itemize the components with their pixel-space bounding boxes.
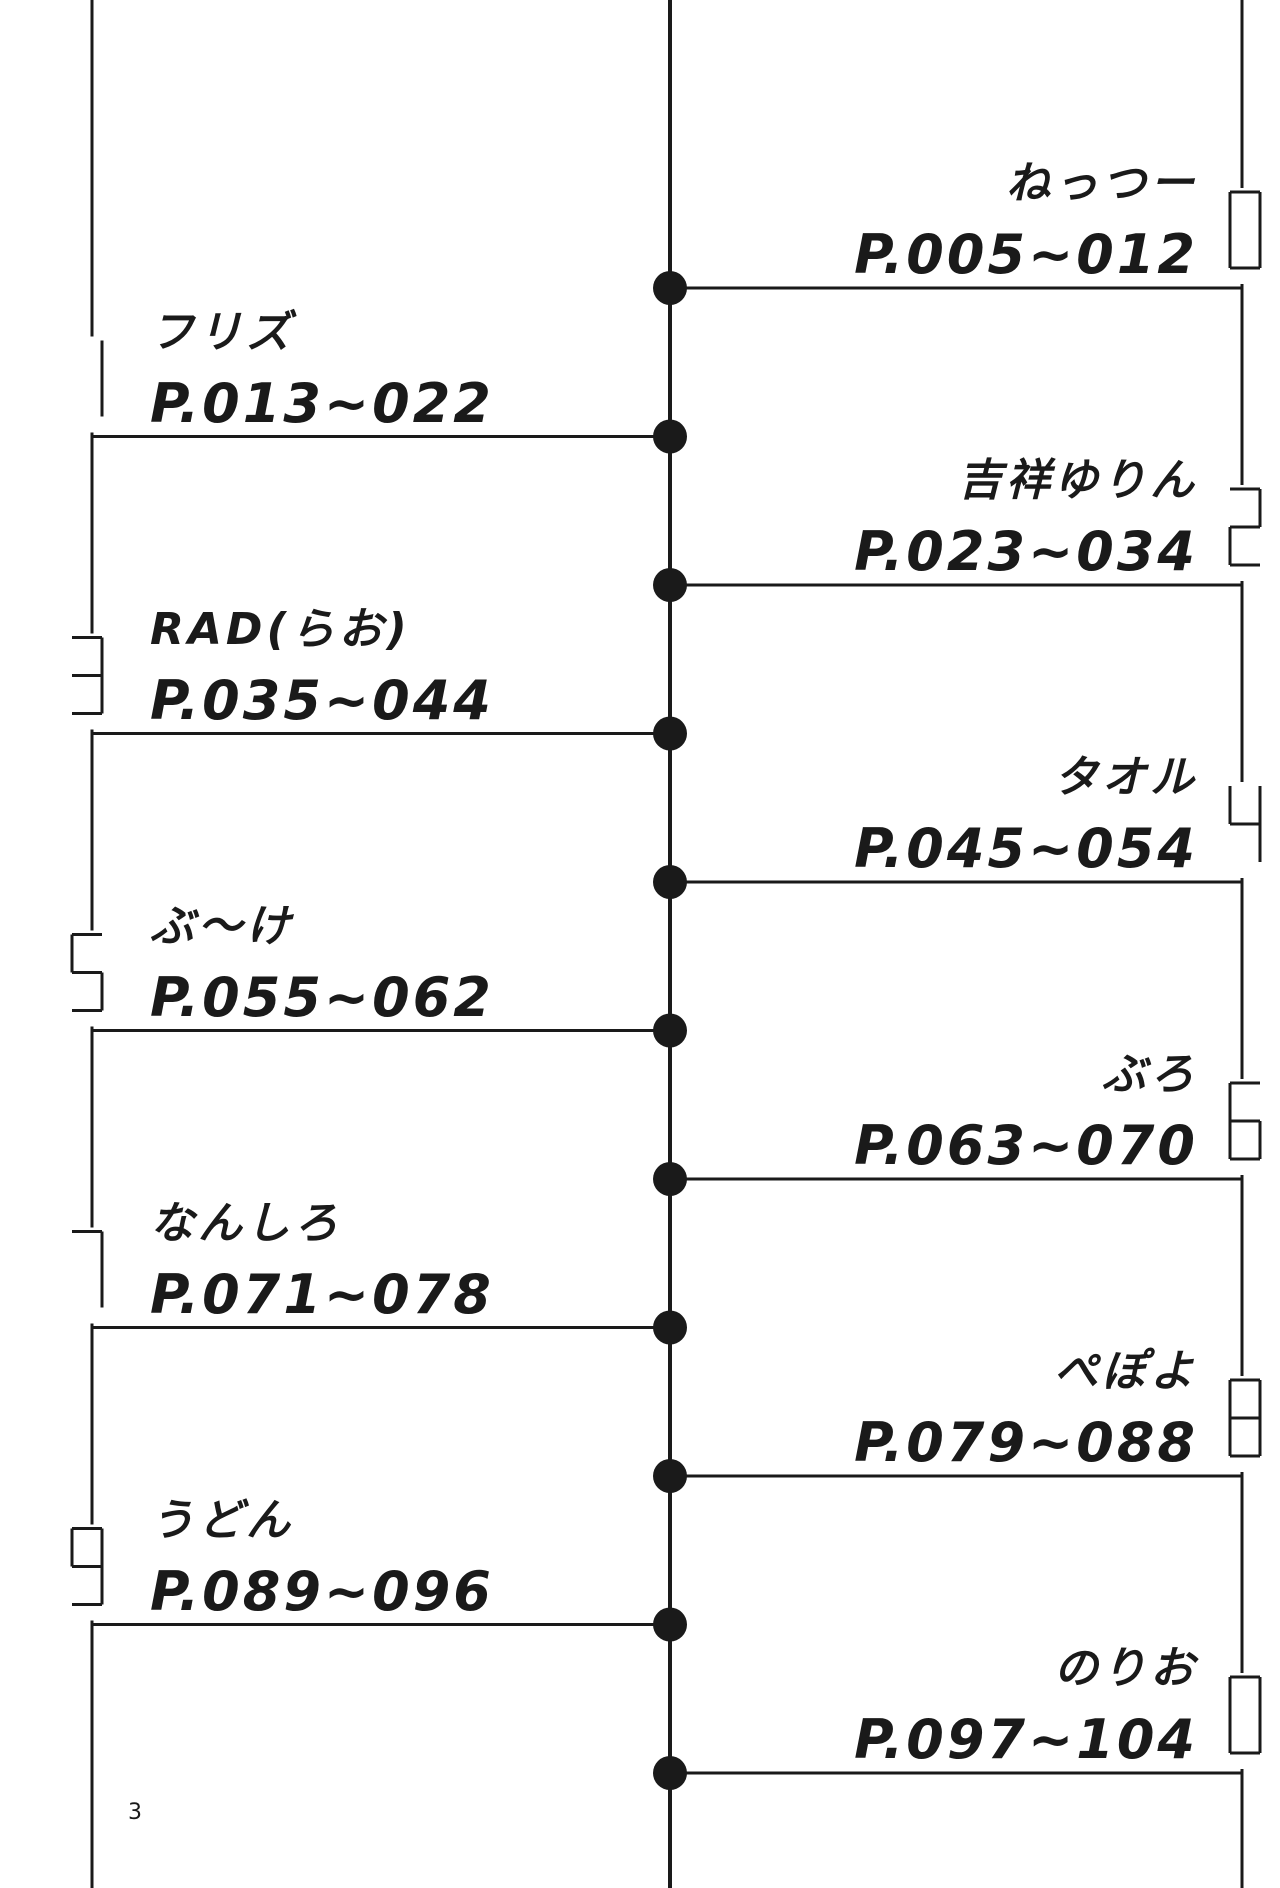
toc-entry-left: フリズ P.013~022 bbox=[150, 306, 494, 435]
rail-digit-glyph bbox=[72, 636, 104, 715]
page-range: P.097~104 bbox=[854, 1708, 1198, 1771]
author-name: ねっつー bbox=[1006, 158, 1198, 209]
page-range: P.013~022 bbox=[150, 371, 494, 435]
junction-dot bbox=[653, 568, 687, 602]
junction-dot bbox=[653, 1162, 687, 1196]
page-range: P.063~070 bbox=[854, 1114, 1198, 1177]
author-name: ぶ～け bbox=[150, 900, 294, 952]
author-name: ぺぽよ bbox=[1054, 1346, 1198, 1397]
junction-dot bbox=[653, 1607, 687, 1642]
junction-dot bbox=[653, 865, 687, 899]
author-name: うどん bbox=[150, 1494, 294, 1546]
author-name: フリズ bbox=[150, 306, 294, 358]
page-range: P.071~078 bbox=[150, 1262, 494, 1326]
author-name: RAD(らお) bbox=[150, 603, 411, 655]
author-name: タオル bbox=[1054, 752, 1198, 803]
rail-digit-glyph bbox=[1228, 190, 1262, 270]
author-name: ぶろ bbox=[1102, 1049, 1198, 1100]
junction-dot bbox=[653, 271, 687, 305]
junction-dot bbox=[653, 1310, 687, 1345]
junction-dot bbox=[653, 1013, 687, 1048]
page-range: P.089~096 bbox=[150, 1559, 494, 1623]
toc-entry-left: RAD(らお) P.035~044 bbox=[150, 603, 494, 732]
rail-digit-glyph bbox=[1228, 487, 1262, 567]
rail-digit-glyph bbox=[72, 1230, 104, 1308]
author-name: なんしろ bbox=[150, 1197, 342, 1249]
author-name: のりお bbox=[1054, 1643, 1198, 1694]
toc-entry-left: なんしろ P.071~078 bbox=[150, 1197, 494, 1326]
junction-dot bbox=[653, 1459, 687, 1493]
toc-entry-left: うどん P.089~096 bbox=[150, 1494, 494, 1623]
rail-digit-glyph bbox=[70, 933, 104, 1012]
rail-digit-glyph bbox=[70, 1527, 104, 1606]
page-number: 3 bbox=[128, 1800, 142, 1825]
rail-digit-glyph bbox=[1228, 1675, 1262, 1755]
toc-entry-left: ぶ～け P.055~062 bbox=[150, 900, 494, 1029]
page-range: P.055~062 bbox=[150, 965, 494, 1029]
page-range: P.005~012 bbox=[854, 223, 1198, 286]
junction-dot bbox=[653, 716, 687, 751]
author-name: 吉祥ゆりん bbox=[958, 455, 1198, 506]
page-range: P.079~088 bbox=[854, 1411, 1198, 1474]
page-range: P.035~044 bbox=[150, 668, 494, 732]
page-range: P.023~034 bbox=[854, 520, 1198, 583]
rail-digit-glyph bbox=[1228, 786, 1262, 862]
rail-digit-glyph bbox=[1228, 1081, 1262, 1161]
junction-dot bbox=[653, 419, 687, 454]
page-range: P.045~054 bbox=[854, 817, 1198, 880]
junction-dot bbox=[653, 1756, 687, 1790]
rail-digit-glyph bbox=[1228, 1378, 1262, 1458]
